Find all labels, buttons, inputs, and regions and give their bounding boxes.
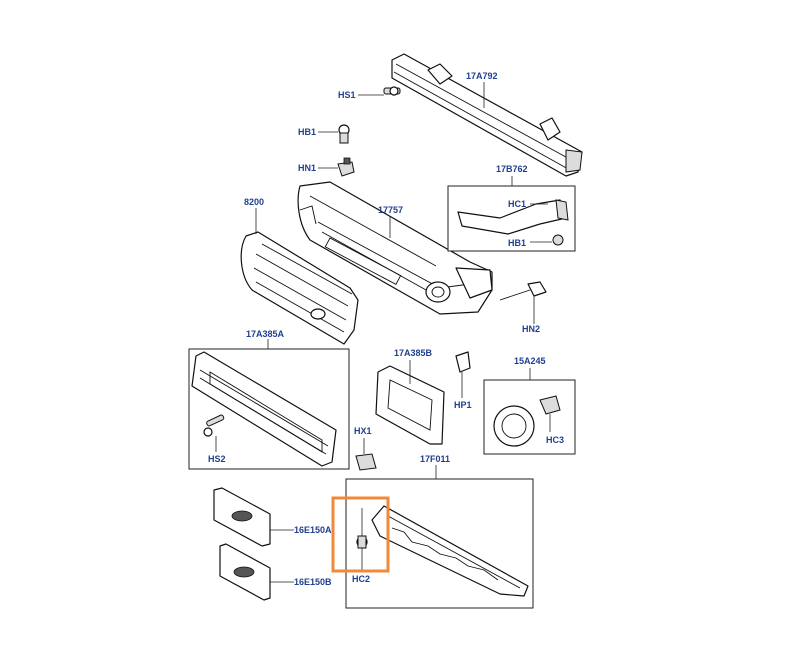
label-hs2: HS2	[208, 454, 226, 464]
highlight-box	[331, 496, 390, 573]
crossmember-part[interactable]	[391, 53, 583, 177]
label-hb1-box: HB1	[508, 238, 526, 248]
hp1-plug-part[interactable]	[455, 351, 471, 373]
label-17a385b: 17A385B	[394, 348, 433, 358]
hn1-nut-part[interactable]	[337, 157, 355, 177]
hs2-screw-part[interactable]	[203, 414, 225, 437]
label-17757: 17757	[378, 205, 403, 215]
bumper-part[interactable]	[297, 181, 493, 315]
label-17b762: 17B762	[496, 164, 528, 174]
label-hn2: HN2	[522, 324, 540, 334]
plate-panel-part[interactable]	[191, 351, 337, 467]
label-hs1: HS1	[338, 90, 356, 100]
label-hn1: HN1	[298, 163, 316, 173]
label-hx1: HX1	[354, 426, 372, 436]
grille-part[interactable]	[240, 231, 359, 345]
hn2-clip-part[interactable]	[499, 281, 547, 301]
label-hc1: HC1	[508, 199, 526, 209]
hb1-bolt-part[interactable]	[338, 124, 350, 144]
label-hb1-top: HB1	[298, 127, 316, 137]
label-8200: 8200	[244, 197, 264, 207]
hc3-clip-part[interactable]	[539, 395, 561, 415]
label-16e150a: 16E150A	[294, 525, 332, 535]
label-17f011: 17F011	[420, 454, 450, 464]
label-hp1: HP1	[454, 400, 472, 410]
badge-b-part[interactable]	[219, 543, 271, 601]
hs1-screw-part[interactable]	[383, 86, 401, 96]
hc2-clip-part[interactable]	[356, 535, 368, 549]
label-17a385a: 17A385A	[246, 329, 285, 339]
label-15a245: 15A245	[514, 356, 546, 366]
badge-a-part[interactable]	[213, 487, 271, 547]
label-17a792: 17A792	[466, 71, 498, 81]
label-hc3: HC3	[546, 435, 564, 445]
label-hc2: HC2	[352, 574, 370, 584]
bracket-kit-part[interactable]	[457, 199, 569, 246]
fog-bezel-part[interactable]	[493, 405, 535, 447]
plate-bracket-part[interactable]	[375, 365, 445, 445]
label-16e150b: 16E150B	[294, 577, 332, 587]
hx1-clip-part[interactable]	[355, 453, 377, 471]
undertray-part[interactable]	[371, 505, 529, 597]
